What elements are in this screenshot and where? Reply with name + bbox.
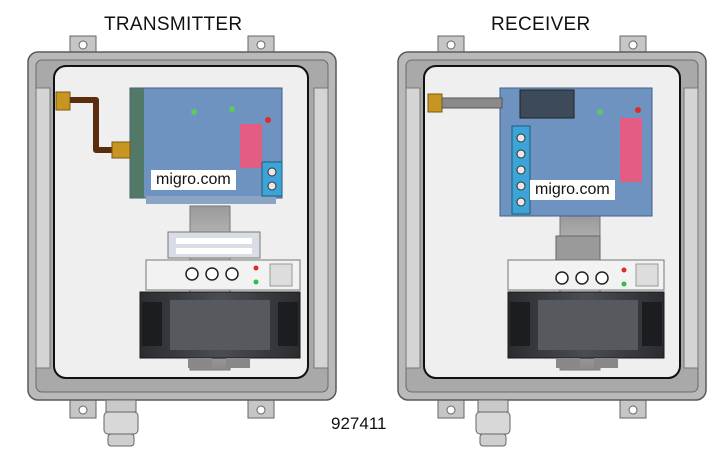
cable-gland: [104, 400, 138, 446]
receiver-enclosure: [398, 36, 706, 446]
transmitter-enclosure: [28, 36, 336, 446]
power-supply: [140, 292, 300, 368]
terminal-block: [262, 162, 282, 196]
cable-gland: [476, 400, 510, 446]
dip-switch: [240, 124, 262, 168]
receiver-board-label: migro.com: [530, 180, 615, 200]
terminal-module: [508, 260, 664, 290]
relay-module: [168, 232, 260, 258]
relay-module: [556, 236, 600, 260]
terminal-module: [146, 260, 300, 290]
part-number: 927411: [331, 414, 386, 434]
terminal-block: [512, 126, 530, 214]
power-led: [265, 117, 271, 123]
status-led: [229, 106, 235, 112]
status-led: [597, 109, 603, 115]
transmitter-board-label: migro.com: [151, 170, 236, 190]
relay-component: [520, 90, 574, 118]
status-led: [191, 109, 197, 115]
power-led: [635, 107, 641, 113]
power-supply: [508, 292, 664, 368]
dip-switch: [620, 118, 642, 182]
